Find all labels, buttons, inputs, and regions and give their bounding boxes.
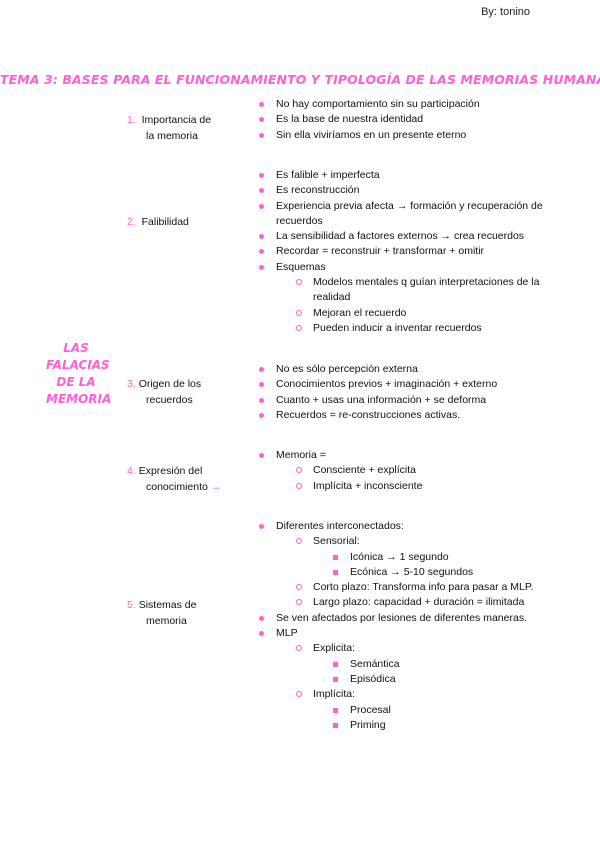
list-item: Sin ella viviríamos en un presente etern…: [259, 128, 576, 143]
list-item: Experiencia previa afecta → formación y …: [259, 199, 576, 230]
sublist-item: Largo plazo: capacidad + duración = ilim…: [296, 595, 576, 610]
sublist-item: Consciente + explícita: [296, 463, 576, 478]
sublist-item: Modelos mentales q guían interpretacione…: [296, 275, 576, 306]
sublist-item: Implícita: Procesal Priming: [296, 687, 576, 734]
list-item-text: MLP: [276, 627, 298, 640]
list-item: Es falible + imperfecta: [259, 168, 576, 183]
sublist-item: Mejoran el recuerdo: [296, 306, 576, 321]
side-heading-line: MEMORIA: [46, 392, 112, 406]
list-item: Se ven afectados por lesiones de diferen…: [259, 611, 576, 626]
list-item: MLP Explicita: Semántica Episódica Implí…: [259, 626, 576, 733]
sublist-item: Ecónica → 5-10 segundos: [333, 565, 576, 580]
list-item: Es la base de nuestra identidad: [259, 112, 576, 127]
section-bullets-origen: No es sólo percepción externa Conocimien…: [259, 362, 576, 423]
section-title: Sistemas de: [138, 599, 197, 611]
section-bullets-expresion: Memoria = Consciente + explícita Implíci…: [259, 448, 576, 494]
sublist-implicita: Procesal Priming: [313, 703, 576, 734]
list-item: Diferentes interconectados: Sensorial: I…: [259, 519, 576, 611]
sublist-item: Priming: [333, 718, 576, 733]
sublist-sensorial: Icónica → 1 segundo Ecónica → 5-10 segun…: [313, 550, 576, 581]
list-item-text: Esquemas: [276, 260, 326, 273]
list-item: Recordar = reconstruir + transformar + o…: [259, 244, 576, 259]
section-title: Expresión del: [138, 465, 203, 477]
sublist-item: Semántica: [333, 657, 576, 672]
list-item: Recuerdos = re-construcciones activas.: [259, 408, 576, 423]
sublist-explicita: Semántica Episódica: [313, 657, 576, 688]
list-item: No es sólo percepción externa: [259, 362, 576, 377]
section-title: Importancia de: [141, 114, 212, 126]
section-title: memoria: [146, 615, 187, 627]
sublist-interconectados: Sensorial: Icónica → 1 segundo Ecónica →…: [276, 534, 576, 610]
list-item: Es reconstrucción: [259, 183, 576, 198]
sublist-item: Procesal: [333, 703, 576, 718]
side-heading-line: FALACIAS: [46, 358, 110, 372]
list-item: La sensibilidad a factores externos → cr…: [259, 229, 576, 244]
sublist-item: Episódica: [333, 672, 576, 687]
sublist-esquemas: Modelos mentales q guían interpretacione…: [276, 275, 576, 336]
list-item: Cuanto + usas una información + se defor…: [259, 393, 576, 408]
sublist-item-text: Implícita:: [313, 688, 356, 701]
list-item: Memoria = Consciente + explícita Implíci…: [259, 448, 576, 494]
section-title: recuerdos: [146, 394, 193, 406]
section-bullets-importancia: No hay comportamiento sin su participaci…: [259, 97, 576, 143]
section-label-importancia: 1. Importancia de la memoria: [127, 112, 242, 144]
section-label-falibilidad: 2. Falibilidad: [127, 214, 242, 230]
sublist-item-text: Sensorial:: [313, 535, 360, 548]
list-item-text: Memoria =: [276, 449, 326, 461]
section-title: Origen de los: [138, 378, 202, 390]
section-label-origen: 3. Origen de los recuerdos: [127, 376, 242, 408]
sublist-item: Explicita: Semántica Episódica: [296, 641, 576, 688]
section-bullets-sistemas: Diferentes interconectados: Sensorial: I…: [259, 519, 576, 733]
side-heading-line: LAS: [63, 341, 89, 355]
section-number: 4.: [127, 465, 136, 477]
sublist-item: Icónica → 1 segundo: [333, 550, 576, 565]
side-heading: LAS FALACIAS DE LA MEMORIA: [46, 340, 112, 408]
sublist-item: Sensorial: Icónica → 1 segundo Ecónica →…: [296, 534, 576, 581]
sublist-item-text: Explicita:: [313, 642, 356, 655]
list-item-text: Diferentes interconectados:: [276, 520, 404, 532]
list-item: No hay comportamiento sin su participaci…: [259, 97, 576, 112]
sublist-mlp: Explicita: Semántica Episódica Implícita…: [276, 641, 576, 733]
section-label-expresion: 4. Expresión del conocimiento →: [127, 463, 242, 495]
page-title: TEMA 3: BASES PARA EL FUNCIONAMIENTO Y T…: [0, 72, 600, 87]
list-item: Esquemas Modelos mentales q guían interp…: [259, 260, 576, 336]
section-number: 5.: [127, 599, 136, 611]
list-item: Conocimientos previos + imaginación + ex…: [259, 377, 576, 392]
arrow-right-icon: →: [210, 481, 222, 493]
sublist-item: Implícita + inconsciente: [296, 479, 576, 494]
author-credit: By: tonino: [481, 6, 530, 18]
section-number: 2.: [127, 216, 136, 228]
section-title: la memoria: [146, 130, 198, 142]
section-title: Falibilidad: [141, 216, 189, 228]
sublist-item: Pueden inducir a inventar recuerdos: [296, 321, 576, 336]
section-bullets-falibilidad: Es falible + imperfecta Es reconstrucció…: [259, 168, 576, 336]
side-heading-line: DE LA: [56, 375, 96, 389]
section-number: 3.: [127, 378, 136, 390]
section-number: 1.: [127, 114, 136, 126]
sublist-memoria: Consciente + explícita Implícita + incon…: [276, 463, 576, 494]
section-label-sistemas: 5. Sistemas de memoria: [127, 597, 242, 629]
section-title: conocimiento: [146, 481, 208, 493]
sublist-item: Corto plazo: Transforma info para pasar …: [296, 580, 576, 595]
